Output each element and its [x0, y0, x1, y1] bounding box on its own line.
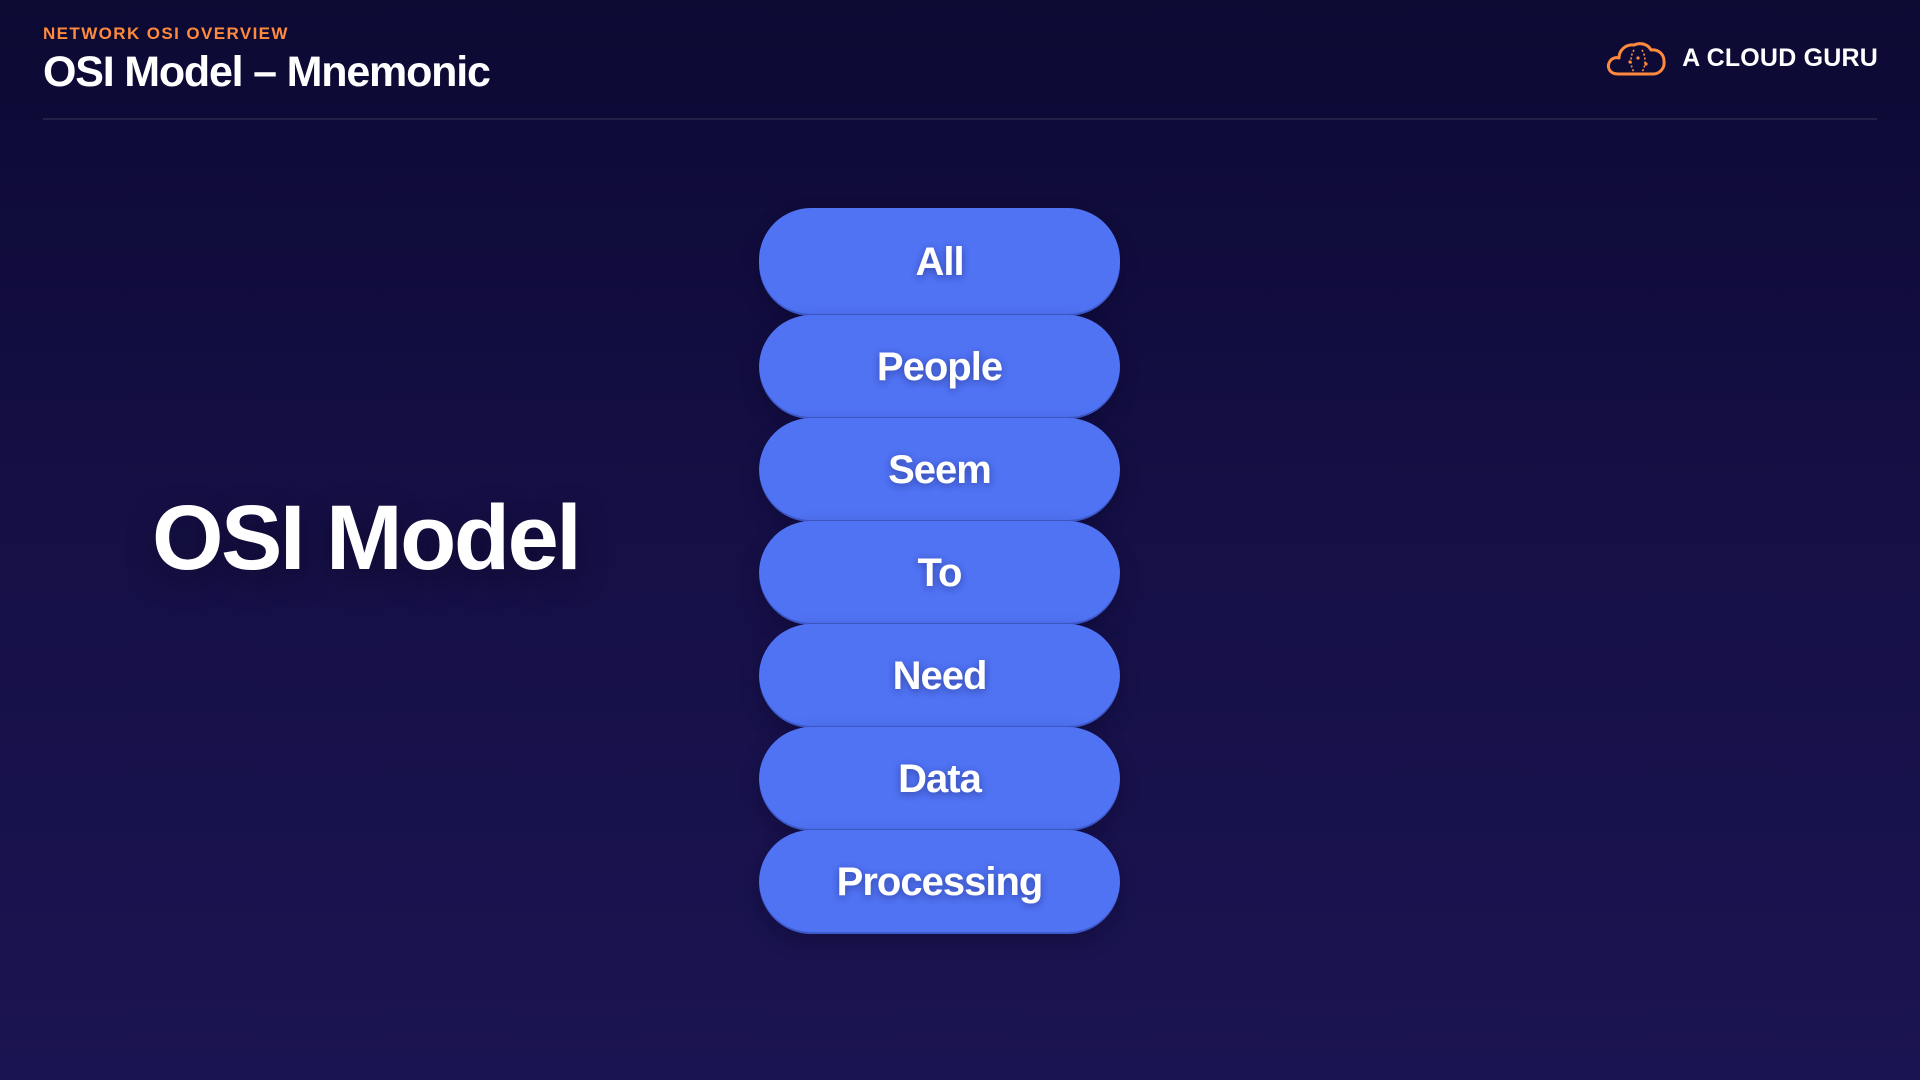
- slide-header: NETWORK OSI OVERVIEW OSI Model – Mnemoni…: [43, 24, 491, 96]
- cloud-icon: [1607, 42, 1666, 76]
- mnemonic-pill-to: To: [759, 521, 1120, 625]
- mnemonic-stack: All People Seem To Need Data Processing: [759, 208, 1120, 934]
- mnemonic-pill-people: People: [759, 315, 1120, 419]
- mnemonic-pill-all: All: [759, 208, 1120, 316]
- mnemonic-pill-processing: Processing: [759, 830, 1120, 934]
- brand-name: A CLOUD GURU: [1682, 43, 1878, 72]
- section-label: NETWORK OSI OVERVIEW: [43, 24, 289, 43]
- brand-logo: A CLOUD GURU: [1604, 36, 1878, 80]
- mnemonic-pill-need: Need: [759, 624, 1120, 728]
- mnemonic-pill-seem: Seem: [759, 418, 1120, 522]
- main-heading: OSI Model: [152, 487, 582, 589]
- slide-title: OSI Model – Mnemonic: [43, 48, 491, 96]
- mnemonic-pill-data: Data: [759, 727, 1120, 831]
- header-divider: [43, 118, 1877, 120]
